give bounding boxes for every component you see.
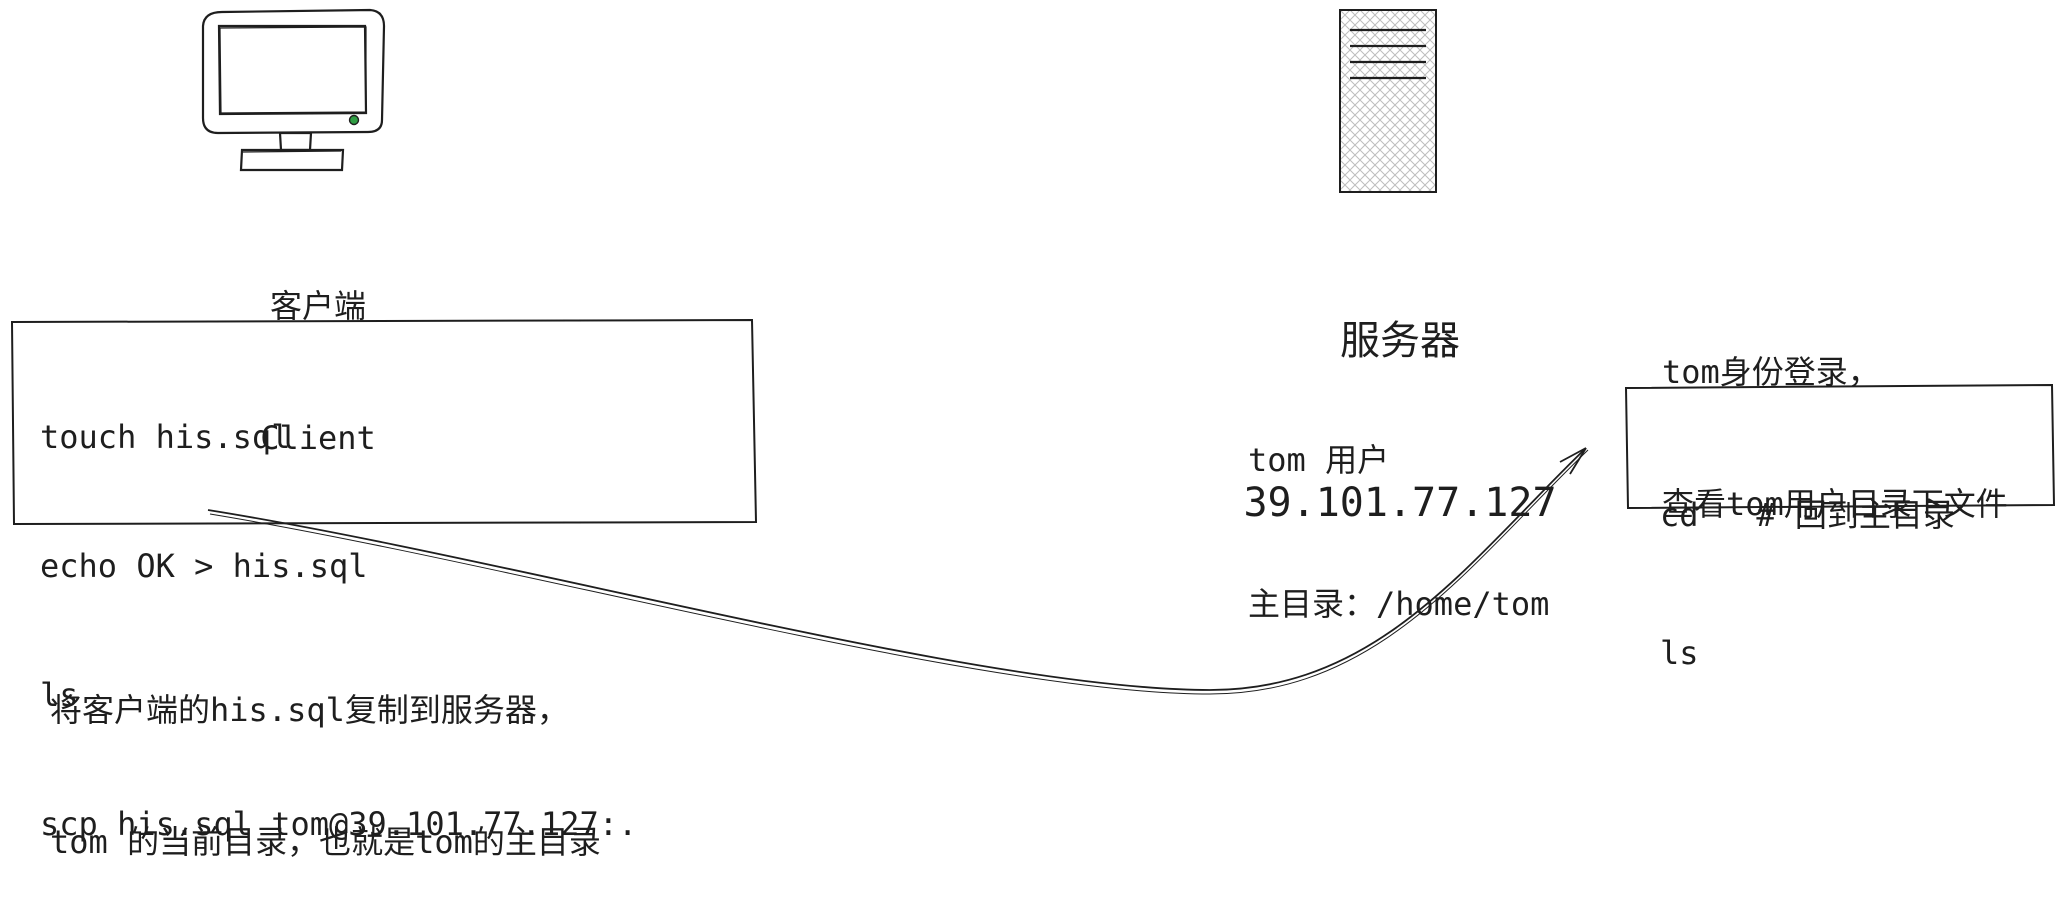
- client-commands-box: [10, 318, 758, 526]
- client-command-line: echo OK > his.sql: [40, 547, 368, 585]
- client-command-line: touch his.sql: [40, 418, 291, 456]
- server-login-note: tom身份登录， 查看tom用户目录下文件: [1662, 262, 2008, 570]
- server-login-note-line: 查看tom用户目录下文件: [1662, 485, 2008, 523]
- copy-note-line: 将客户端的his.sql复制到服务器，: [50, 691, 569, 729]
- tom-user-line: tom 用户: [1248, 441, 1390, 479]
- copy-note-line: tom 的当前目录，也就是tom的主目录: [50, 823, 601, 861]
- copy-note: 将客户端的his.sql复制到服务器， tom 的当前目录，也就是tom的主目录: [50, 600, 601, 908]
- copy-arrow: [207, 447, 1589, 695]
- server-label-cn: 服务器: [1340, 318, 1460, 364]
- client-label-cn: 客户端: [269, 287, 366, 325]
- monitor-icon: [201, 8, 386, 172]
- diagram-canvas: [10, 8, 2056, 695]
- client-label: 客户端 Client: [228, 196, 408, 504]
- client-label-en: Client: [260, 419, 376, 457]
- server-command-line: cd # 回到主目录: [1660, 496, 1955, 534]
- server-commands: cd # 回到主目录 ls: [1660, 400, 1955, 722]
- arrowhead-icon: [1559, 447, 1587, 475]
- server-login-note-line: tom身份登录，: [1662, 353, 1880, 391]
- server-commands-box: [1624, 383, 2056, 510]
- tom-home-line: 主目录：/home/tom: [1248, 585, 1550, 623]
- tom-user-info: tom 用户 主目录：/home/tom: [1248, 340, 1549, 676]
- server-icon: [1339, 9, 1437, 193]
- server-command-line: ls: [1660, 634, 1699, 672]
- server-ip: 39.101.77.127: [1243, 480, 1557, 526]
- server-label: 服务器 39.101.77.127: [1240, 206, 1560, 584]
- power-led-icon: [348, 114, 360, 126]
